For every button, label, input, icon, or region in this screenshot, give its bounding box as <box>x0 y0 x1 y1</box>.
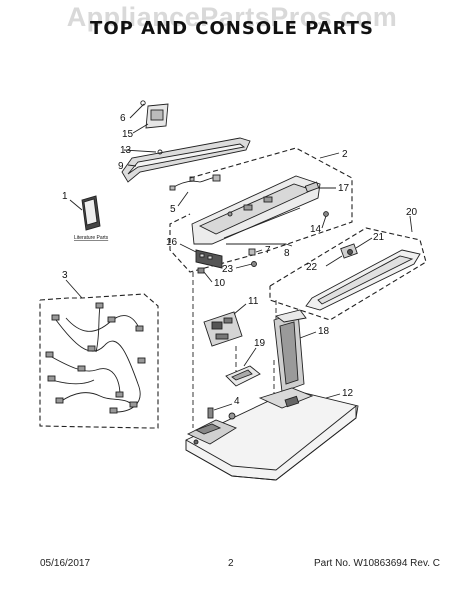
dashed-group-2 <box>169 147 353 273</box>
watermark: AppliancePartsPros.com <box>66 2 398 32</box>
callout-21: 21 <box>373 232 385 243</box>
part-23 <box>251 261 257 267</box>
part-7 <box>248 248 256 256</box>
callout-16: 16 <box>166 237 178 248</box>
callout-13: 13 <box>120 145 132 156</box>
part-module-16 <box>195 249 223 269</box>
callout-4: 4 <box>234 396 240 407</box>
part-screw-14 <box>323 211 329 217</box>
part-panel-20 <box>305 249 421 311</box>
callout-2: 2 <box>342 149 348 160</box>
callout-15: 15 <box>122 129 134 140</box>
callout-20: 20 <box>406 207 418 218</box>
part-board-11 <box>203 311 243 347</box>
callout-17: 17 <box>338 183 350 194</box>
footer-page-number: 2 <box>228 558 234 569</box>
part-wire-5 <box>169 174 221 191</box>
page-title: TOP AND CONSOLE PARTS <box>90 18 374 39</box>
callout-3: 3 <box>62 270 68 281</box>
callout-7: 7 <box>265 245 271 256</box>
part-19 <box>225 365 261 387</box>
callout-1: 1 <box>62 191 68 202</box>
part-screw-4 <box>207 407 214 419</box>
literature-parts-label: Literature Parts <box>74 235 109 241</box>
callout-9: 9 <box>118 161 124 172</box>
part-wire-harness-3 <box>45 302 146 414</box>
part-console-trim-9 <box>121 137 251 183</box>
callout-12: 12 <box>342 388 354 399</box>
callout-6: 6 <box>120 113 126 124</box>
part-duct-18 <box>273 309 307 393</box>
part-bracket-6-15 <box>140 100 169 129</box>
dashed-group-20 <box>269 227 427 321</box>
part-literature-1 <box>81 195 101 231</box>
callout-8: 8 <box>284 248 290 259</box>
callout-5: 5 <box>170 204 176 215</box>
callout-18: 18 <box>318 326 330 337</box>
part-21-22 <box>340 243 358 259</box>
callout-22: 22 <box>306 262 318 273</box>
part-10 <box>197 267 205 274</box>
part-clip-17 <box>304 181 320 193</box>
callout-10: 10 <box>214 278 226 289</box>
callout-19: 19 <box>254 338 266 349</box>
part-console-panel <box>191 175 321 245</box>
callout-11: 11 <box>248 296 259 307</box>
footer-date: 05/16/2017 <box>40 558 91 569</box>
part-top-panel-12 <box>185 387 359 481</box>
callout-14: 14 <box>310 224 322 235</box>
callout-23: 23 <box>222 264 234 275</box>
footer-part-number: Part No. W10863694 Rev. C <box>314 558 440 569</box>
dashed-group-3 <box>39 293 159 429</box>
